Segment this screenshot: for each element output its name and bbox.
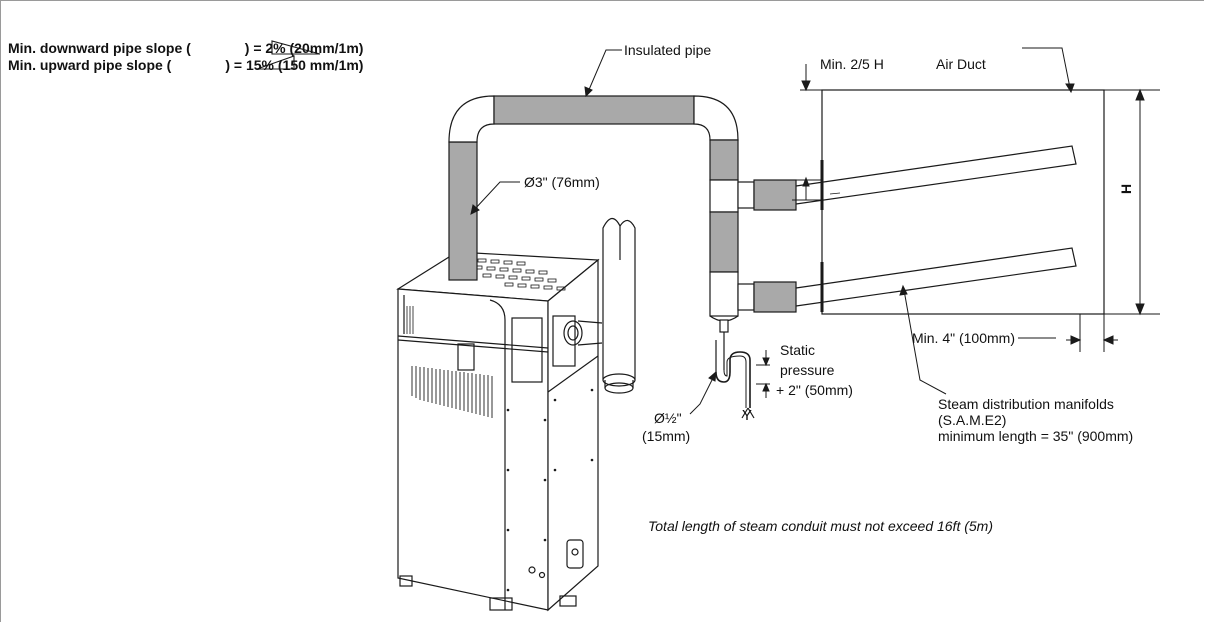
drain-trap [715, 332, 755, 419]
slope-up-suffix: ) = 15% (150 mm/1m) [225, 57, 364, 73]
static-label: Static [780, 342, 816, 358]
min-clearance-label: Min. 2/5 H [820, 56, 884, 72]
slope-down-suffix: ) = 2% (20mm/1m) [244, 40, 364, 56]
downward-slope-icon [271, 40, 321, 55]
upward-slope-icon [256, 55, 295, 70]
manifold-label-3: minimum length = 35" (900mm) [938, 428, 1134, 444]
pipe-diameter-label: Ø3" (76mm) [524, 174, 600, 190]
air-duct [820, 89, 1105, 315]
insulated-pipe [448, 95, 797, 333]
drain-mm-label: (15mm) [642, 428, 691, 444]
trap-label: Y [742, 407, 753, 424]
min-wall-label: Min. 4" (100mm) [912, 330, 1015, 346]
manifolds [795, 145, 1077, 307]
height-label: H [1118, 183, 1134, 194]
manifold-label-1: Steam distribution manifolds [938, 396, 1114, 412]
slope-up-text: Min. upward pipe slope ( ) = 15% (150 mm/… [8, 57, 363, 73]
exhaust-tube [602, 217, 636, 394]
manifold-label-2: (S.A.M.E2) [938, 412, 1007, 428]
pressure-label: pressure [780, 362, 835, 378]
drain-diameter-label: Ø½" [654, 410, 682, 426]
insulated-pipe-label: Insulated pipe [624, 42, 712, 58]
total-length-note: Total length of steam conduit must not e… [648, 518, 994, 534]
dimension-lines [756, 64, 1160, 398]
slope-icons [256, 40, 321, 70]
slope-up-prefix: Min. upward pipe slope ( [8, 57, 172, 73]
slope-down-prefix: Min. downward pipe slope ( [8, 40, 191, 56]
plus-two-label: + 2" (50mm) [776, 382, 853, 398]
slope-down-text: Min. downward pipe slope ( ) = 2% (20mm/1… [8, 40, 363, 56]
humidifier-unit [396, 251, 603, 612]
air-duct-label: Air Duct [936, 56, 986, 72]
leader-lines [470, 47, 1075, 415]
